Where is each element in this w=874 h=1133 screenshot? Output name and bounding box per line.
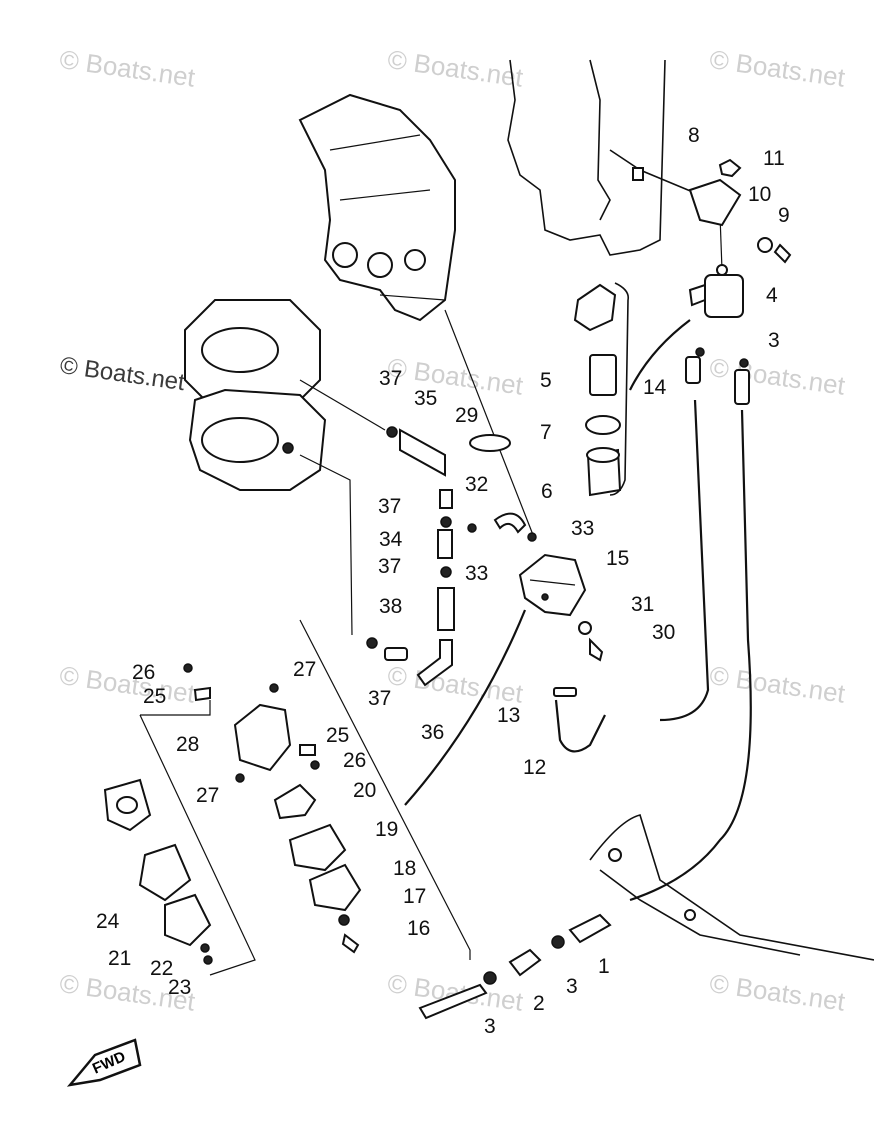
callout-27: 27 [293,658,317,681]
callout-6: 6 [541,480,553,503]
callout-37: 37 [378,495,402,518]
callout-37: 37 [378,555,402,578]
callout-31: 31 [631,593,655,616]
callout-25: 25 [143,685,167,708]
callout-32: 32 [465,473,489,496]
callout-12: 12 [523,756,547,779]
callout-36: 36 [421,721,445,744]
callout-38: 38 [379,595,403,618]
fuel-pump [404,553,604,806]
callout-26: 26 [132,661,156,684]
callout-26: 26 [343,749,367,772]
callout-20: 20 [353,779,377,802]
callout-24: 24 [96,910,120,933]
callout-13: 13 [497,704,521,727]
callout-9: 9 [778,204,790,227]
callout-11: 11 [763,147,785,170]
lower-cowling [418,814,874,1020]
callout-35: 35 [414,387,438,410]
fuel-filter [688,264,744,318]
hose-12 [553,687,606,753]
callout-30: 30 [652,621,676,644]
callout-29: 29 [455,404,479,427]
callout-19: 19 [375,818,399,841]
callout-21: 21 [108,947,132,970]
hose-assembly [366,426,537,687]
cylinder-head [298,93,456,322]
callout-16: 16 [407,917,431,940]
callout-34: 34 [379,528,403,551]
callout-33: 33 [465,562,489,585]
callout-3: 3 [484,1015,496,1038]
callout-28: 28 [176,733,200,756]
filter-bracket [688,158,792,264]
callout-1: 1 [598,955,610,978]
carburetor-assembly [184,299,327,491]
callout-7: 7 [540,421,552,444]
engine-block-outline [507,59,701,256]
callout-25: 25 [326,724,350,747]
callout-3: 3 [768,329,780,352]
filter-exploded [573,282,630,497]
fuel-hoses [629,319,752,902]
callout-37: 37 [368,687,392,710]
callout-18: 18 [393,857,417,880]
callout-37: 37 [379,367,403,390]
fuel-pump-exploded [103,663,362,965]
callout-3: 3 [566,975,578,998]
callout-4: 4 [766,284,778,307]
callout-17: 17 [403,885,427,908]
callout-5: 5 [540,369,552,392]
callout-27: 27 [196,784,220,807]
callout-8: 8 [688,124,700,147]
callout-14: 14 [643,376,667,399]
callout-15: 15 [606,547,630,570]
callout-10: 10 [748,183,772,206]
callout-22: 22 [150,957,174,980]
callout-2: 2 [533,992,545,1015]
callout-23: 23 [168,976,192,999]
callout-33: 33 [571,517,595,540]
fwd-arrow-icon [66,1038,142,1087]
